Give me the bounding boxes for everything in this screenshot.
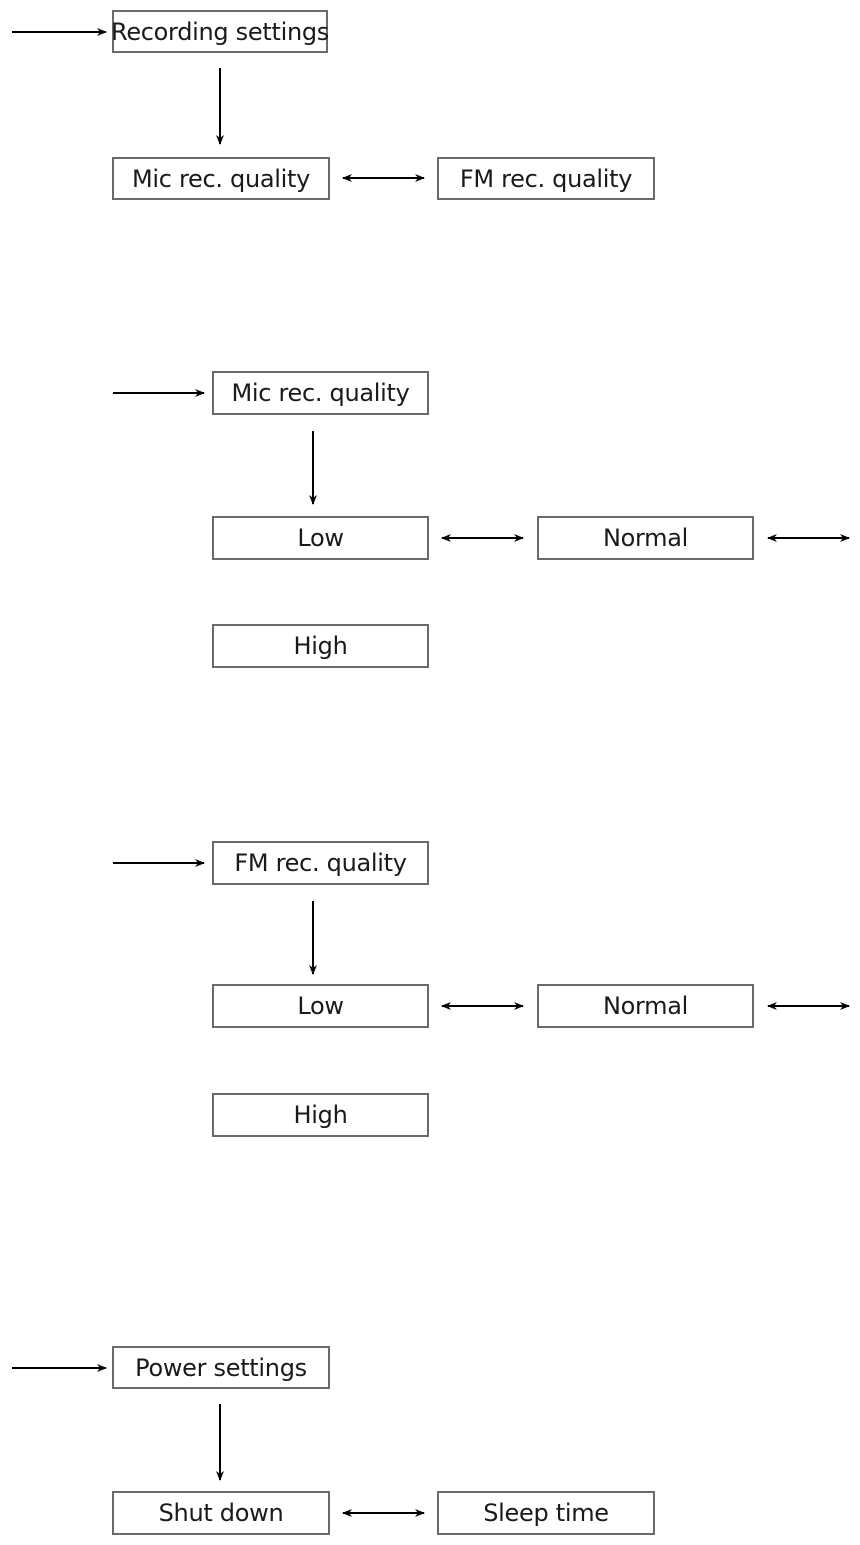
box-mic-normal: Normal [537, 516, 754, 560]
box-shut-down: Shut down [112, 1491, 330, 1535]
box-fm-low: Low [212, 984, 429, 1028]
box-fm-high: High [212, 1093, 429, 1137]
box-mic-low: Low [212, 516, 429, 560]
box-mic-rec-quality: Mic rec. quality [212, 371, 429, 415]
box-recording-settings: Recording settings [111, 10, 329, 53]
box-sleep-time: Sleep time [437, 1491, 655, 1535]
box-fm-rec-quality-option: FM rec. quality [437, 157, 655, 200]
box-fm-normal: Normal [537, 984, 754, 1028]
box-power-settings: Power settings [112, 1346, 330, 1389]
box-mic-rec-quality-option: Mic rec. quality [112, 157, 330, 200]
box-mic-high: High [212, 624, 429, 668]
box-fm-rec-quality: FM rec. quality [212, 841, 429, 885]
